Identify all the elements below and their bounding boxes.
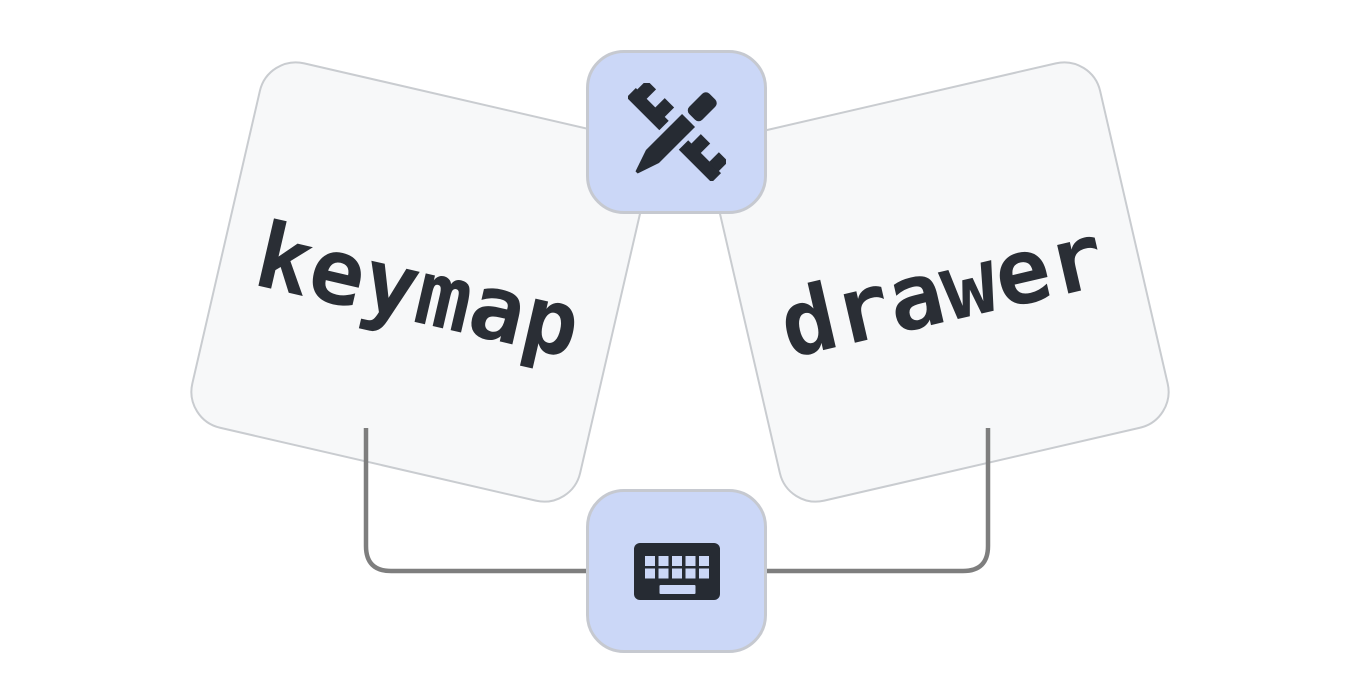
connector-left bbox=[363, 428, 588, 574]
connector-right bbox=[766, 428, 991, 574]
design-tools-icon bbox=[586, 50, 767, 214]
keyboard-icon bbox=[586, 489, 767, 653]
design-tools-glyph bbox=[627, 83, 726, 181]
keyboard-glyph bbox=[633, 542, 720, 600]
